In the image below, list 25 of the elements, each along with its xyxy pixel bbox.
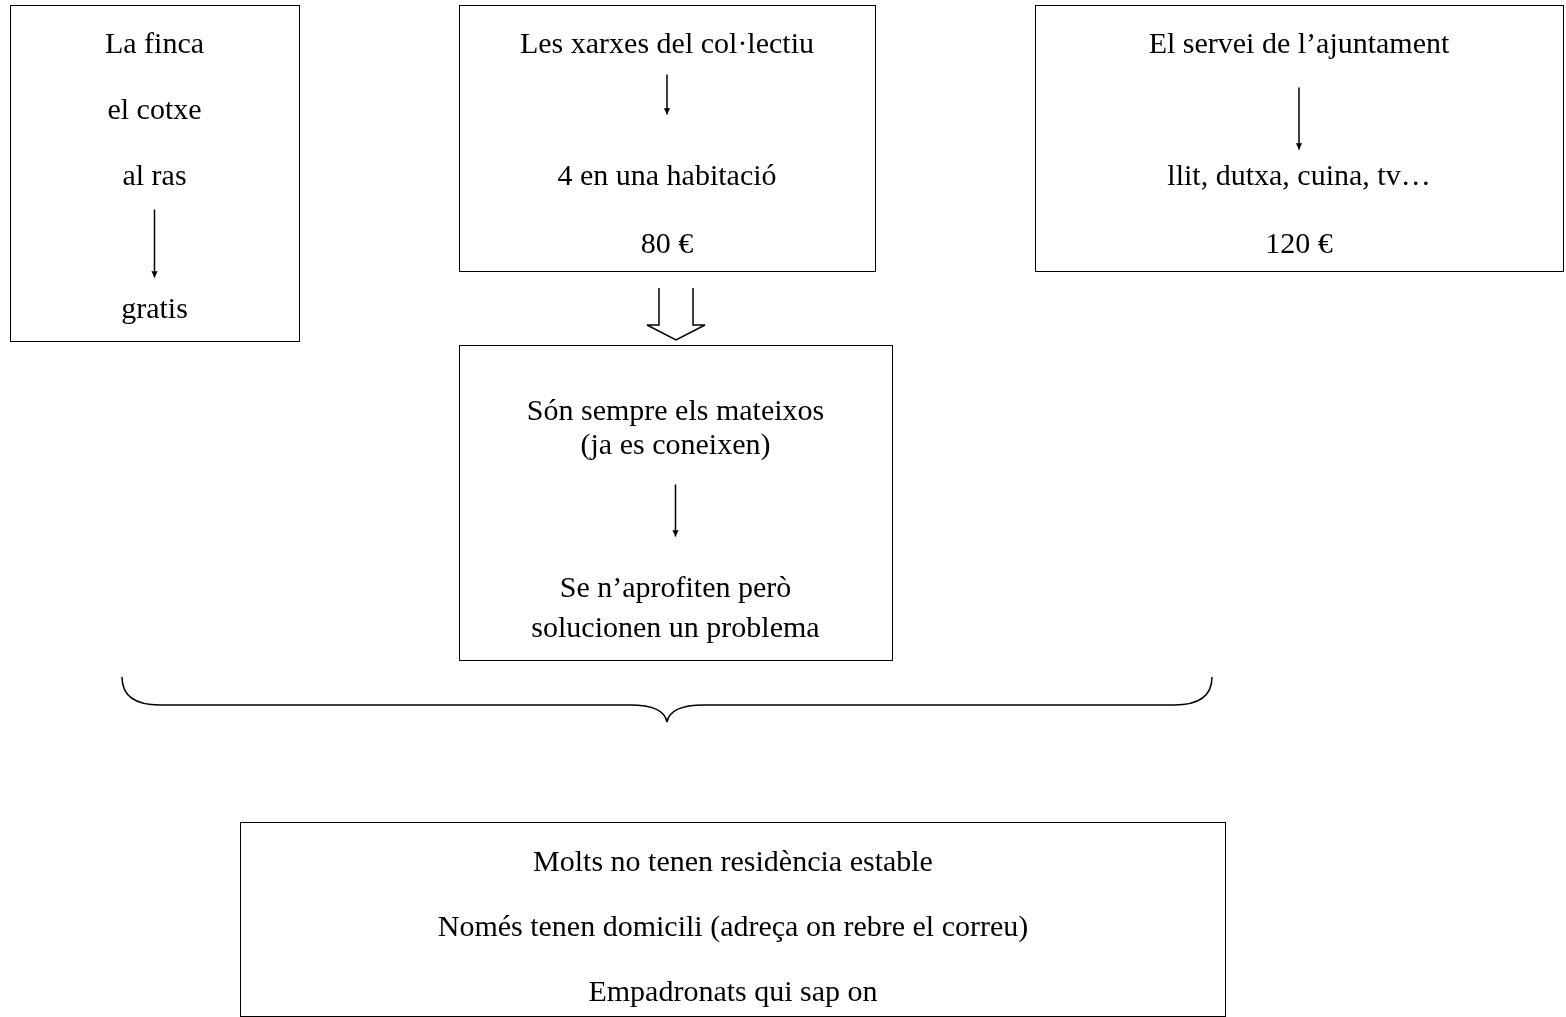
arrow: [663, 73, 671, 116]
box-text: 120 €: [1265, 224, 1333, 261]
box-text: La finca: [104, 24, 205, 61]
hollow-block-arrow: [646, 287, 706, 341]
box-text: Només tenen domicili (adreça on rebre el correu): [437, 908, 1029, 944]
text-box: [459, 345, 893, 661]
text-box: [240, 822, 1226, 1017]
text-box: [10, 5, 300, 342]
box-text: 4 en una habitació: [557, 156, 777, 193]
box-text: Se n’aprofiten però solucionen un problema: [530, 568, 821, 645]
box-text: 80 €: [640, 224, 694, 261]
box-text: Molts no tenen residència estable: [533, 843, 933, 879]
box-text: El servei de l’ajuntament: [1148, 24, 1450, 61]
text-box: [1035, 5, 1564, 272]
box-text: gratis: [121, 289, 188, 326]
box-text: al ras: [122, 156, 187, 193]
arrow: [672, 483, 679, 538]
arrow: [151, 208, 158, 279]
box-text: el cotxe: [107, 90, 202, 127]
arrow: [1295, 86, 1303, 151]
text-box: [459, 5, 876, 272]
box-text: llit, dutxa, cuina, tv…: [1167, 156, 1431, 193]
box-text: Les xarxes del col·lectiu: [519, 24, 814, 61]
box-text: Són sempre els mateixos (ja es coneixen): [525, 392, 826, 461]
box-text: Empadronats qui sap on: [588, 973, 878, 1009]
